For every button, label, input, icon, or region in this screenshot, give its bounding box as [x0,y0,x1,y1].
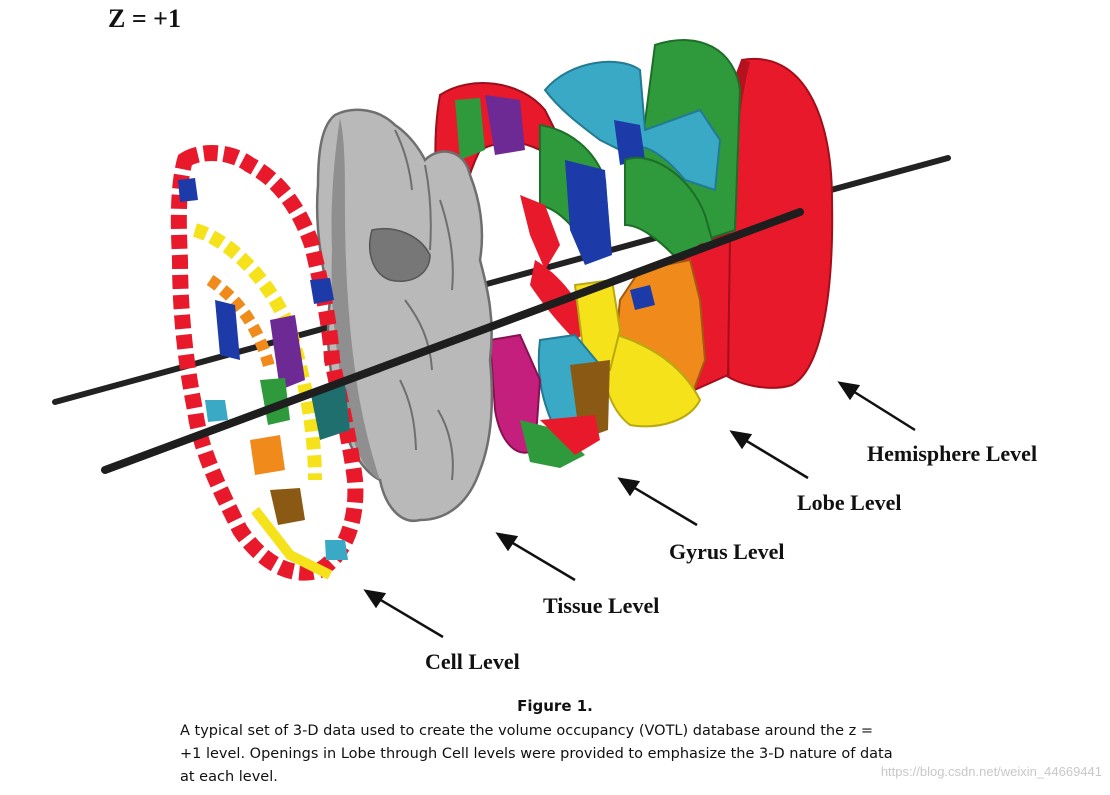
lobe-level-label: Lobe Level [797,490,902,515]
caption-line: +1 level. Openings in Lobe through Cell … [180,746,893,762]
level-arrows [363,381,916,639]
hemisphere-level-label: Hemisphere Level [867,441,1038,466]
figure-title: Figure 1. [517,697,593,715]
caption-line: at each level. [180,769,278,785]
figure-caption: A typical set of 3-D data used to create… [180,720,940,789]
gyrus-slab [434,82,622,468]
lobe-slab [543,39,742,428]
cell-level-label: Cell Level [425,649,520,674]
arrow-hemisphere [847,386,916,432]
arrow-cell [373,594,444,639]
watermark: https://blog.csdn.net/weixin_44669441 [880,764,1102,779]
arrow-lobe [739,435,809,480]
arrow-tissue [505,537,576,582]
arrow-gyrus [627,482,698,527]
gyrus-level-label: Gyrus Level [669,539,785,564]
z-level-label: Z = +1 [108,4,181,33]
axis-rod-front [101,208,804,474]
cell-slab [170,145,364,581]
tissue-slab [315,108,494,523]
tissue-level-label: Tissue Level [543,593,660,618]
caption-line: A typical set of 3-D data used to create… [180,723,873,739]
